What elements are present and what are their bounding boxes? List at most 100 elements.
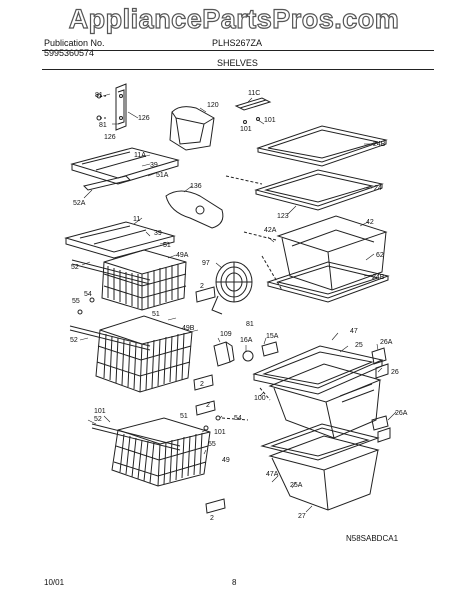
callout-51: 51	[163, 242, 171, 249]
callout-49a: 49A	[176, 252, 189, 259]
footer-page-number: 8	[232, 578, 237, 587]
fan-guard-part	[211, 261, 253, 315]
callout-25a: 25A	[290, 482, 303, 489]
callout-2: 2	[200, 283, 204, 290]
support-part	[371, 415, 389, 431]
callout-39: 39	[150, 162, 158, 169]
callout-54: 54	[84, 291, 92, 298]
screw-part	[89, 297, 95, 303]
callout-15a: 15A	[266, 333, 279, 340]
support-part	[377, 427, 391, 443]
fan-motor-part	[213, 341, 235, 367]
callout-52a: 52A	[73, 200, 86, 207]
screw-part	[215, 415, 221, 421]
header-rule-bottom	[42, 69, 434, 70]
trim-part	[195, 286, 216, 303]
callout-11: 11	[133, 216, 140, 223]
drawer-part	[276, 215, 388, 291]
callout-25: 25	[355, 342, 363, 349]
callout-2: 2	[200, 381, 204, 388]
callout-52: 52	[94, 416, 102, 423]
slide-rail	[71, 259, 151, 281]
callout-51a: 51A	[156, 172, 169, 179]
header-rule-top	[42, 50, 434, 51]
callout-16a: 16A	[240, 337, 253, 344]
shelf-frame-part	[254, 169, 384, 211]
callout-26: 26	[391, 369, 399, 376]
callout-81: 81	[99, 122, 107, 129]
callout-27: 27	[298, 513, 306, 520]
callout-labels: 81 81 126 126 120 11C 101 101 24B 11A 39…	[70, 90, 408, 543]
callout-11c: 11C	[248, 90, 260, 97]
crisper-drawer-part	[268, 435, 380, 511]
slide-rail	[69, 329, 151, 351]
slide-rail	[91, 427, 181, 451]
support-part	[371, 347, 387, 365]
trim-part	[193, 374, 214, 391]
screw-part	[203, 425, 209, 431]
callout-54: 54	[234, 415, 242, 422]
crisper-cover-part	[260, 423, 380, 461]
wire-basket-part	[95, 315, 193, 393]
publication-label: Publication No.	[44, 38, 105, 48]
callout-109: 109	[220, 331, 232, 338]
callout-62: 62	[376, 252, 384, 259]
callout-52: 52	[71, 264, 79, 271]
bin-part	[169, 106, 215, 151]
model-number: PLHS267ZA	[212, 38, 263, 48]
slide-rail	[91, 423, 181, 447]
glass-shelf-part	[64, 221, 176, 259]
callout-51: 51	[152, 311, 160, 318]
callout-97: 97	[202, 260, 210, 267]
callout-2: 2	[210, 515, 214, 522]
shelf-frame-part	[266, 261, 390, 303]
trim-part	[195, 400, 216, 416]
callout-24: 24	[374, 185, 382, 192]
callout-26a: 26A	[395, 410, 408, 417]
callout-101: 101	[214, 429, 226, 436]
callout-52: 52	[70, 337, 78, 344]
callout-81: 81	[95, 92, 103, 99]
callout-26a: 26A	[380, 339, 393, 346]
callout-101: 101	[240, 126, 252, 133]
callout-47a: 47A	[266, 471, 279, 478]
watermark: AppliancePartsPros.com	[68, 3, 400, 34]
callout-49: 49	[222, 457, 230, 464]
callout-49b: 49B	[182, 325, 195, 332]
fan-blade-part	[242, 350, 254, 362]
rail-part	[234, 97, 272, 124]
shelf-trim-part	[83, 175, 131, 191]
wire-basket-part	[101, 249, 187, 311]
callout-101: 101	[264, 117, 276, 124]
callout-42: 42	[366, 219, 374, 226]
callout-51: 51	[180, 413, 188, 420]
slide-rail	[69, 325, 151, 347]
callout-24b: 24B	[372, 274, 385, 281]
callout-24b: 24B	[373, 141, 386, 148]
shelf-frame-part	[256, 125, 388, 167]
callout-leaders	[79, 93, 397, 513]
trim-part	[205, 498, 226, 514]
grommet-part	[261, 341, 279, 357]
callout-11a: 11A	[134, 152, 146, 159]
screw-part	[77, 309, 83, 315]
glass-shelf-part	[70, 147, 180, 185]
wire-basket-part	[111, 417, 211, 487]
callout-136: 136	[190, 183, 202, 190]
callout-123: 123	[277, 213, 289, 220]
callout-55: 55	[72, 298, 80, 305]
callout-126: 126	[104, 134, 116, 141]
callout-126: 126	[138, 115, 150, 122]
section-title: SHELVES	[217, 58, 258, 68]
callout-47: 47	[350, 328, 358, 335]
support-part	[375, 363, 389, 379]
footer-date: 10/01	[44, 578, 65, 587]
callout-2: 2	[206, 402, 210, 409]
callout-39: 39	[154, 230, 162, 237]
publication-number: 5995360574	[44, 48, 95, 58]
callout-55: 55	[208, 441, 216, 448]
fan-housing-part	[165, 190, 224, 229]
callout-42a: 42A	[264, 227, 277, 234]
